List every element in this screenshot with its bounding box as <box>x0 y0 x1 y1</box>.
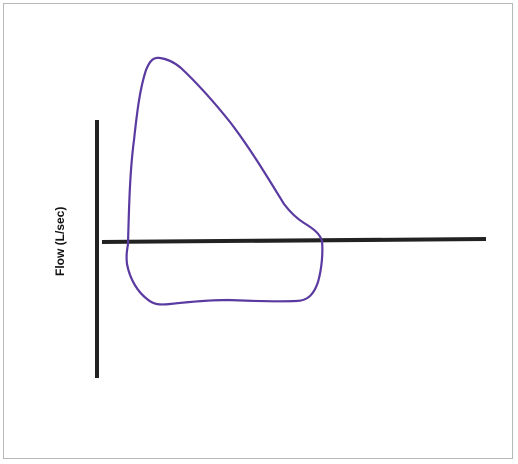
x-axis <box>101 237 487 244</box>
figure-frame <box>3 3 513 459</box>
flow-volume-loop <box>125 56 324 306</box>
y-axis-label: Flow (L/sec) <box>53 207 67 276</box>
